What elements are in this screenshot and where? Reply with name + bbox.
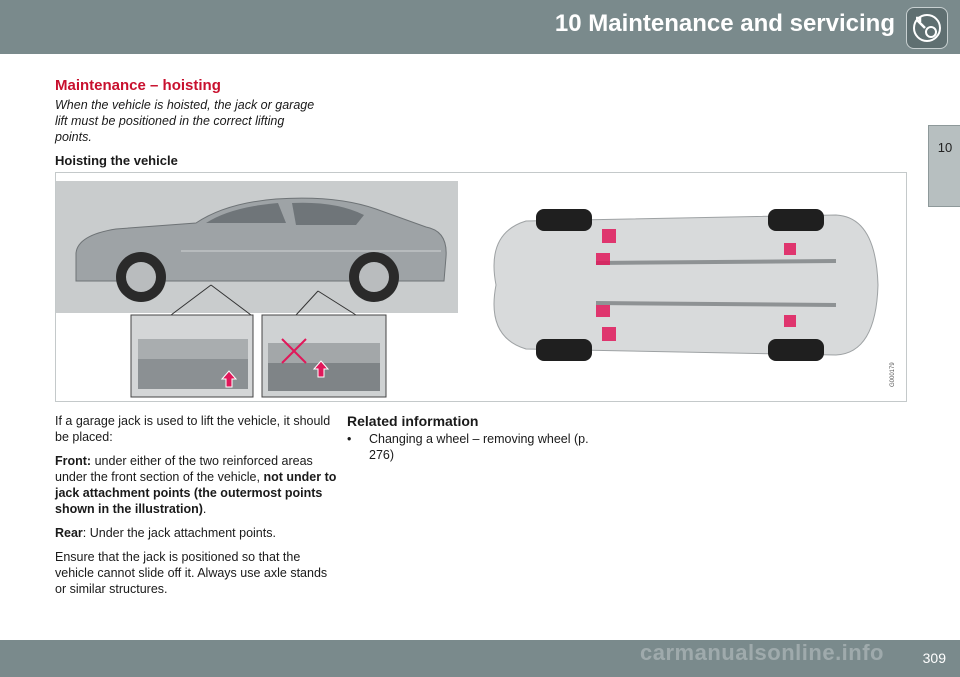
hoisting-illustration: G000179 — [55, 172, 907, 402]
front-label: Front: — [55, 454, 92, 468]
para-rear: Rear: Under the jack attachment points. — [55, 525, 340, 541]
chapter-title: 10 Maintenance and servicing — [554, 10, 895, 37]
main-text: If a garage jack is used to lift the veh… — [55, 413, 340, 605]
front-warning: not under to jack attachment points (the… — [55, 470, 337, 516]
para-last: Ensure that the jack is positioned so th… — [55, 550, 328, 596]
chapter-tab-label: 10 — [937, 140, 953, 155]
front-text: under either of the two reinforced areas… — [55, 454, 313, 484]
bullet-icon: • — [347, 432, 352, 446]
page-number: 309 — [922, 650, 946, 666]
wrench-gear-icon — [906, 7, 948, 49]
car-side-view — [75, 197, 447, 302]
related-title: Related information — [347, 413, 479, 429]
subheading: Hoisting the vehicle — [55, 153, 178, 168]
watermark: carmanualsonline.info — [640, 640, 884, 665]
figure-code: G000179 — [890, 362, 896, 387]
page-header: 10 Maintenance and servicing — [0, 0, 960, 54]
para-intro: If a garage jack is used to lift the veh… — [55, 414, 331, 444]
car-underside-view — [493, 209, 879, 361]
section-title: Maintenance – hoisting — [55, 77, 221, 94]
related-item[interactable]: • Changing a wheel – removing wheel (p. … — [347, 431, 607, 463]
chapter-tab[interactable]: 10 — [928, 125, 960, 207]
rear-text: : Under the jack attachment points. — [82, 526, 276, 540]
related-info: Related information • Changing a wheel –… — [347, 413, 607, 463]
related-link[interactable]: Changing a wheel – removing wheel (p. 27… — [369, 432, 589, 462]
front-end: . — [202, 502, 207, 516]
para-front: Front: under either of the two reinforce… — [55, 453, 340, 517]
page-footer: 309 — [0, 640, 960, 677]
section-intro: When the vehicle is hoisted, the jack or… — [55, 98, 315, 144]
incorrect-jack-point-detail — [261, 314, 387, 398]
front-jack-point-detail — [130, 314, 254, 398]
rear-label: Rear — [55, 526, 83, 540]
